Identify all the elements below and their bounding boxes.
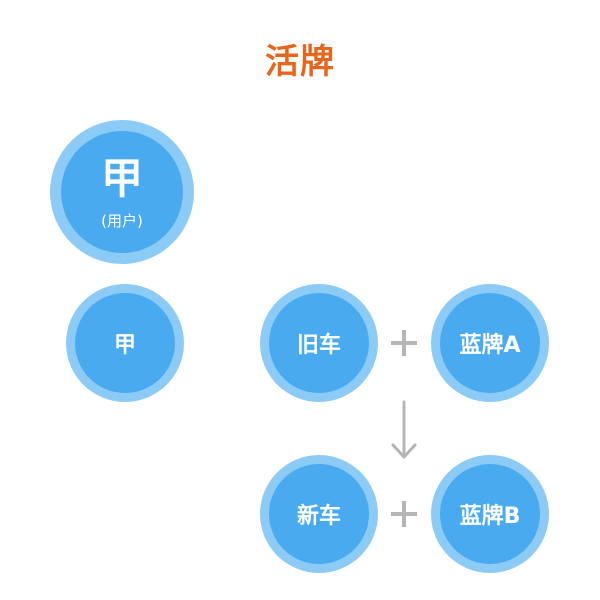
arrow-down-icon: [391, 400, 417, 459]
node-blue-plate-b: 蓝牌B: [431, 455, 549, 573]
node-blue-plate-a-label: 蓝牌A: [440, 293, 540, 393]
node-new-car-label: 新车: [269, 464, 369, 564]
user-circle: 甲 (用户): [50, 120, 194, 264]
diagram-title: 活牌: [265, 42, 335, 82]
plus-icon: [391, 330, 417, 356]
plus-icon: [391, 501, 417, 527]
node-jia: 甲: [66, 284, 184, 402]
node-old-car: 旧车: [260, 284, 378, 402]
node-blue-plate-b-label: 蓝牌B: [440, 464, 540, 564]
user-circle-sublabel: (用户): [101, 211, 143, 230]
node-jia-label: 甲: [75, 293, 175, 393]
user-circle-inner: 甲 (用户): [61, 131, 183, 253]
node-blue-plate-a: 蓝牌A: [431, 284, 549, 402]
node-new-car: 新车: [260, 455, 378, 573]
node-old-car-label: 旧车: [269, 293, 369, 393]
user-circle-label: 甲: [100, 153, 143, 203]
